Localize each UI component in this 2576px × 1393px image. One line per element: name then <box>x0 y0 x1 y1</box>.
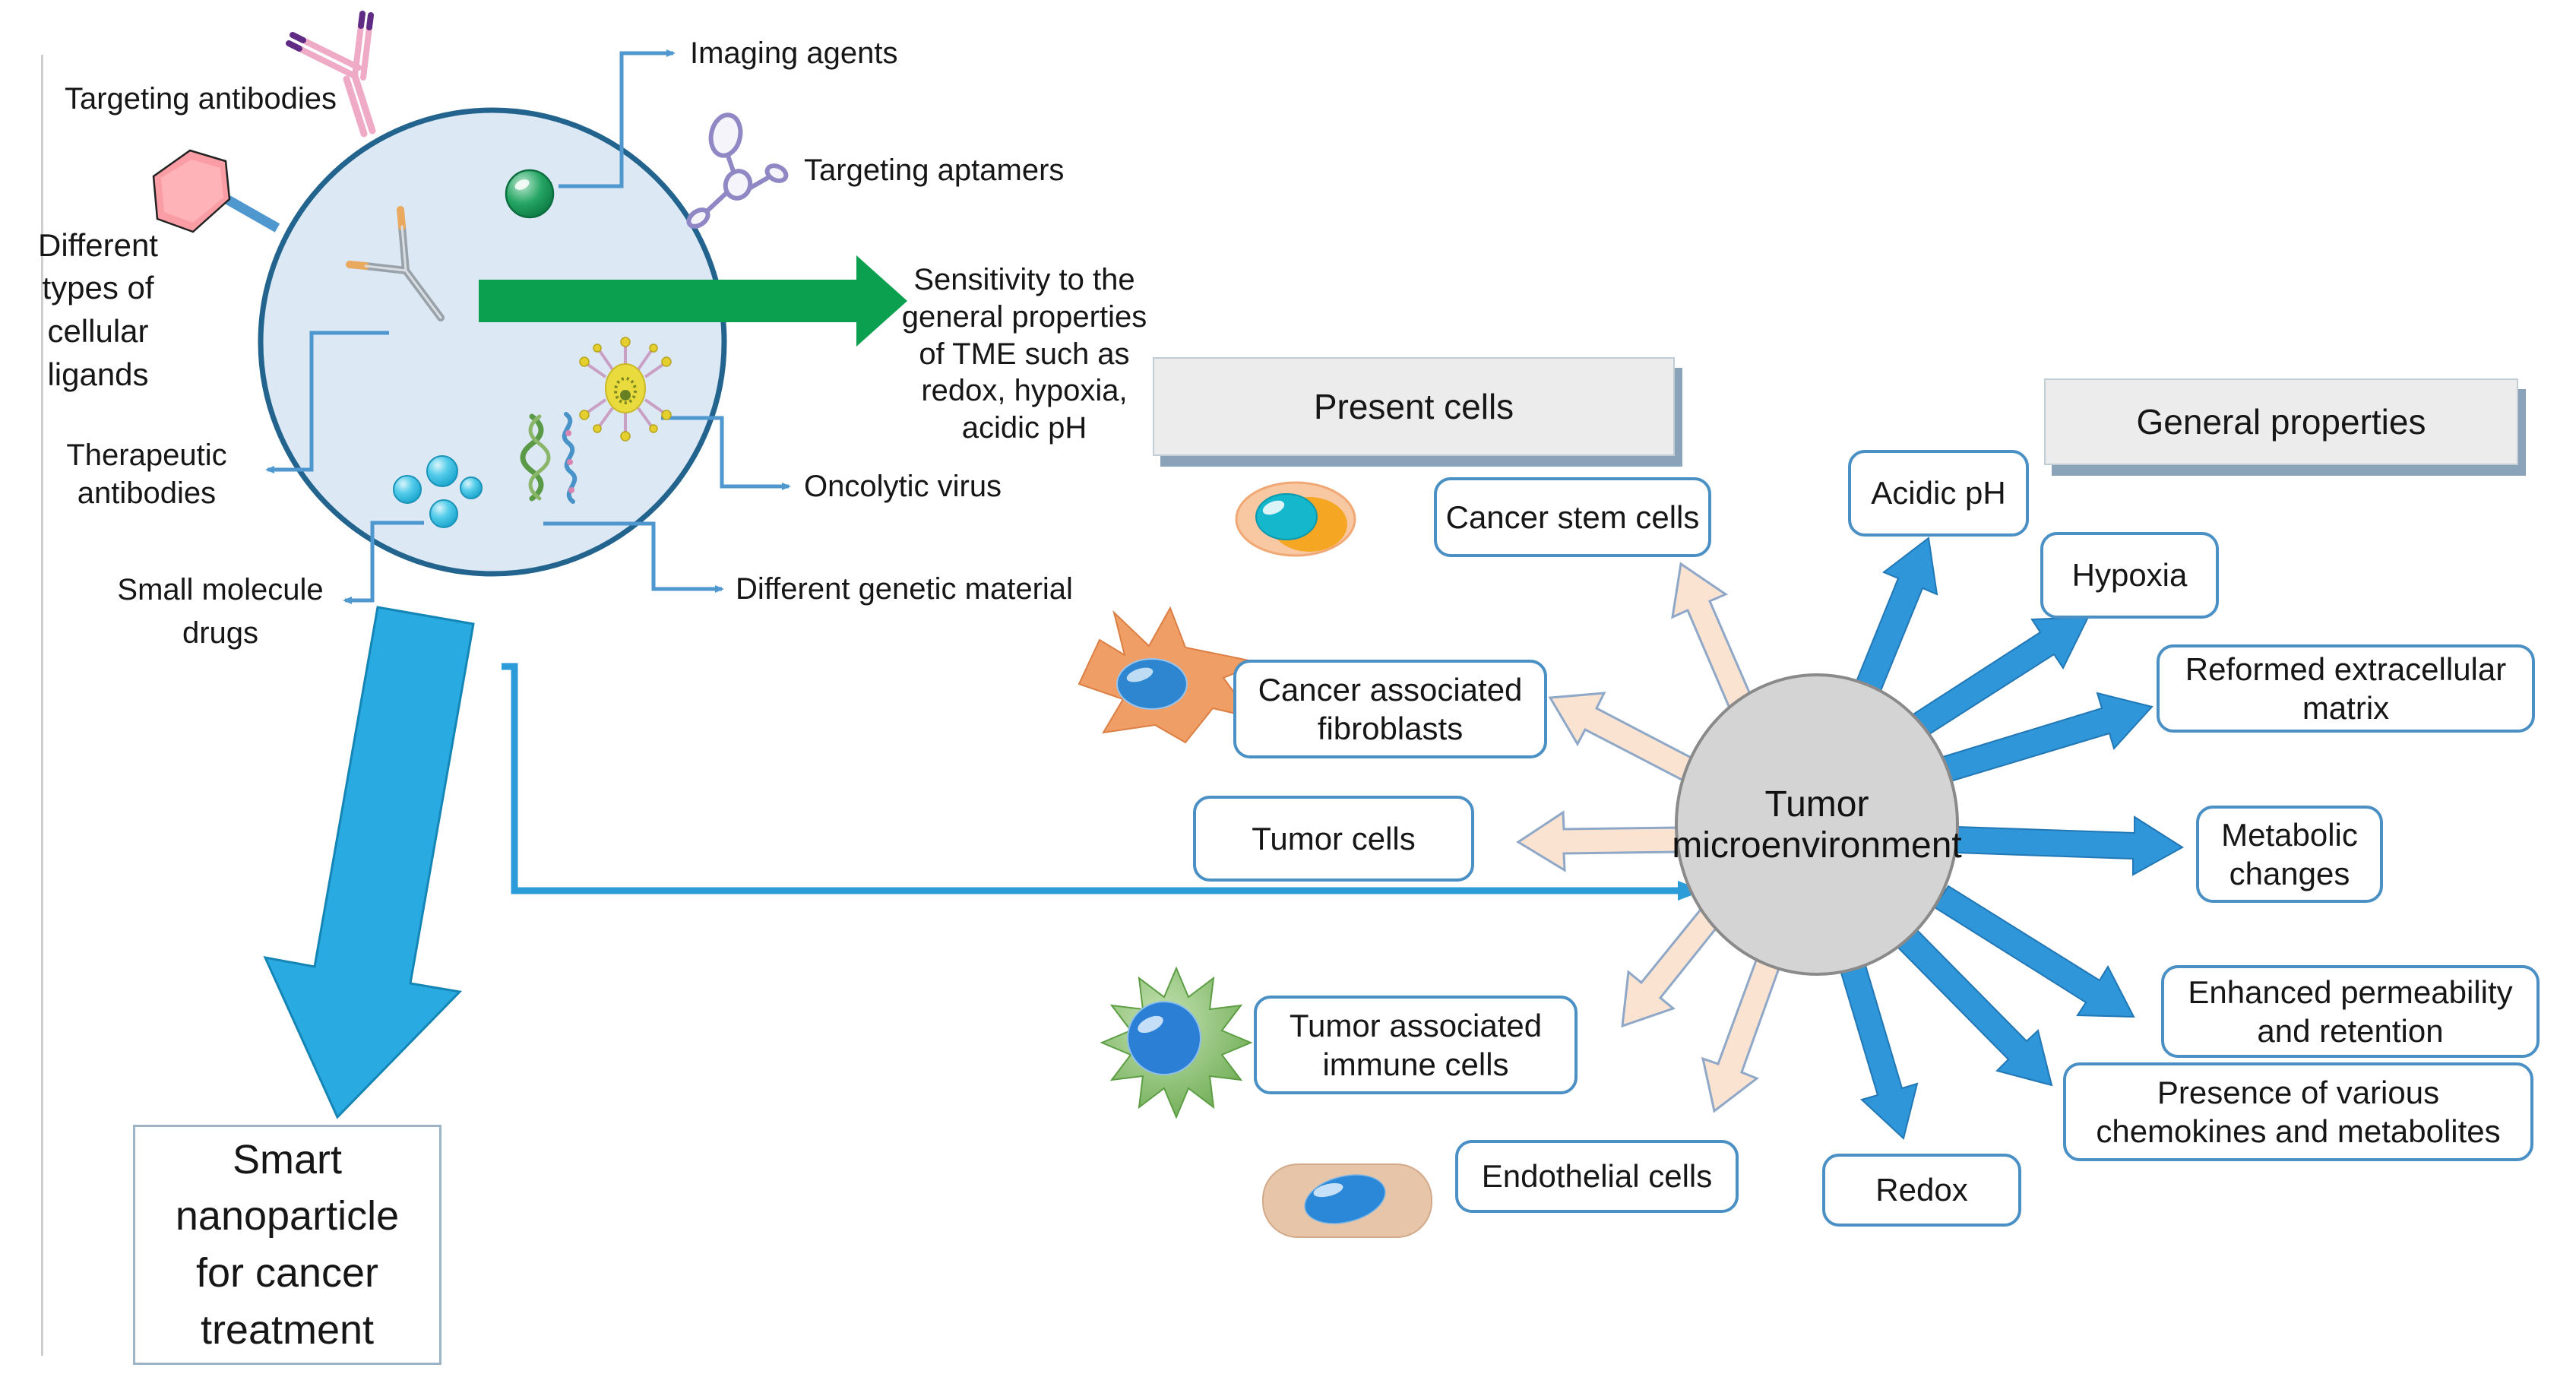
oncolytic-virus-connector <box>661 416 791 490</box>
arrow-to-acidic-ph <box>1848 537 1938 709</box>
label-genetic-material: Different genetic material <box>736 572 1073 606</box>
genetic-material-icon <box>520 412 578 504</box>
connector-lines <box>225 49 791 604</box>
property-box-reformed-extracellular-matrix: Reformed extracellular matrix <box>2157 644 2535 733</box>
therapeutic-antibody-icon <box>346 206 445 321</box>
small-molecule-connector <box>343 521 424 604</box>
immune-cell-icon <box>1100 966 1253 1119</box>
present-cell-box-cancer-associated-fibroblasts: Cancer associated fibroblasts <box>1233 660 1547 758</box>
cancer-stem-cell-icon <box>1235 481 1356 557</box>
label-imaging-agents: Imaging agents <box>690 36 898 70</box>
smart-nanoparticle-box: Smart nanoparticle for cancer treatment <box>133 1125 441 1365</box>
present-cell-box-tumor-cells: Tumor cells <box>1193 796 1474 882</box>
oncolytic-virus-icon <box>579 337 672 442</box>
property-box-presence-chemokines: Presence of various chemokines and metab… <box>2063 1062 2533 1161</box>
nanoparticle-to-tme-connector <box>502 663 1704 901</box>
targeting-aptamer-icon <box>686 112 789 229</box>
present-cell-box-cancer-stem-cells: Cancer stem cells <box>1434 477 1711 557</box>
arrow-to-enhanced-permeability <box>1933 885 2135 1018</box>
present-cell-box-endothelial-cells: Endothelial cells <box>1455 1140 1739 1213</box>
arrow-to-presence-chemokines <box>1897 928 2053 1087</box>
arrow-to-reformed-extracellular-matrix <box>1926 692 2154 787</box>
immune-cell-highlight <box>1138 1015 1163 1034</box>
arrow-to-redox <box>1839 961 1919 1140</box>
tme-radiating-arrows <box>1516 537 2184 1140</box>
property-box-metabolic-changes: Metabolic changes <box>2196 806 2383 903</box>
label-sensitivity-note: Sensitivity to the general properties of… <box>901 263 1147 445</box>
property-box-redox: Redox <box>1822 1154 2021 1227</box>
label-targeting-antibodies: Targeting antibodies <box>64 82 337 116</box>
big-blue-arrow <box>263 606 475 1119</box>
figure-left-border <box>41 55 43 1356</box>
small-molecule-drugs-icon <box>393 455 483 528</box>
header-present-cells: Present cells <box>1153 357 1675 456</box>
fibroblast-icon <box>1078 606 1263 744</box>
label-small-molecule-drugs: Small molecule drugs <box>117 573 324 650</box>
imaging-agent-icon <box>505 169 555 219</box>
nanoparticle-circle <box>258 107 727 577</box>
endothelial-cell-icon <box>1262 1163 1432 1238</box>
tme-hub <box>1675 673 1959 976</box>
genetic-material-connector <box>543 521 724 593</box>
label-targeting-aptamers: Targeting aptamers <box>804 154 1065 187</box>
present-cell-box-tumor-associated-immune-cells: Tumor associated immune cells <box>1254 996 1578 1094</box>
cellular-ligand-icon <box>152 149 231 233</box>
therapeutic-antibodies-connector <box>265 331 389 473</box>
ligand-linker <box>225 195 280 233</box>
immune-cell-nucleus <box>1127 1001 1201 1075</box>
arrow-to-tumor-cells <box>1516 810 1681 872</box>
arrow-to-metabolic-changes <box>1954 815 2184 876</box>
imaging-agents-connector <box>559 49 676 188</box>
arrow-to-endothelial-cells <box>1701 951 1783 1113</box>
label-therapeutic-antibodies: Therapeutic antibodies <box>66 438 227 510</box>
header-general-properties: General properties <box>2044 378 2518 465</box>
label-cellular-ligands: Different types of cellular ligands <box>38 226 158 392</box>
property-box-acidic-ph: Acidic pH <box>1848 450 2029 537</box>
property-box-hypoxia: Hypoxia <box>2040 532 2219 619</box>
green-sensitivity-arrow <box>479 255 907 347</box>
big-blue-arrow-shape <box>263 606 475 1119</box>
property-box-enhanced-permeability: Enhanced permeability and retention <box>2161 965 2540 1058</box>
tme-hub-label: Tumor microenvironment <box>1672 784 1962 866</box>
targeting-antibody-icon <box>286 11 376 138</box>
label-oncolytic-virus: Oncolytic virus <box>804 470 1002 503</box>
